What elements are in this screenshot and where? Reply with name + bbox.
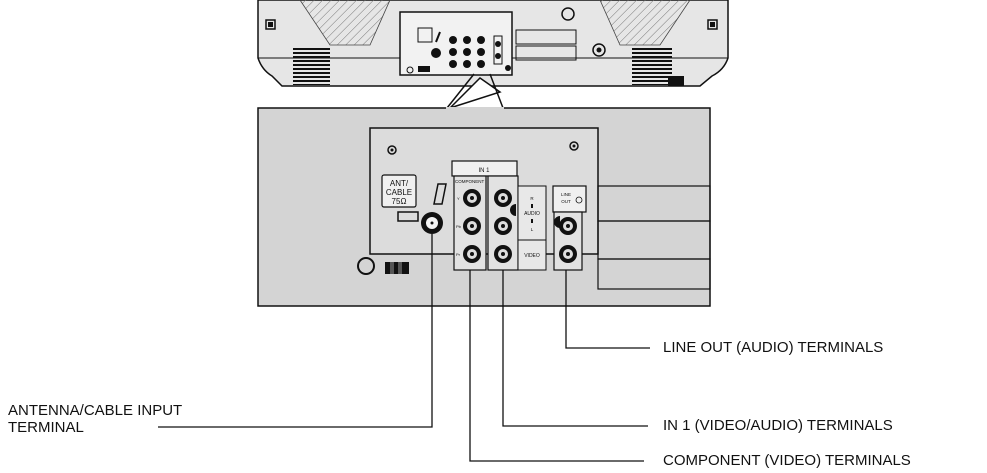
- mini-terminal-plate: [399, 11, 513, 76]
- cable-label: CABLE: [386, 188, 412, 197]
- output-arrow-icon: [575, 196, 583, 204]
- tv-back-housing: [257, 0, 729, 87]
- in1-leader: [502, 270, 648, 427]
- in1-label: IN 1: [478, 168, 490, 174]
- right-screw-icon: [707, 19, 718, 30]
- antenna-callout-line1: ANTENNA/CABLE INPUT: [8, 402, 183, 419]
- cable-clamp-icon: [385, 262, 409, 274]
- right-vent: [632, 48, 672, 85]
- audio-l-label: L: [531, 227, 534, 232]
- in1-jacks: [494, 189, 512, 263]
- antenna-leader: [158, 234, 433, 428]
- audio-r-label: R: [530, 196, 534, 201]
- ground-hook-icon: [433, 183, 447, 205]
- component-label: COMPONENT: [455, 179, 485, 184]
- leader-lines: [158, 234, 650, 462]
- component-leader: [469, 270, 644, 462]
- impedance-label: 75Ω: [392, 197, 407, 206]
- comp-pb-label: Pb: [456, 224, 462, 229]
- line-out-label-2: OUT: [561, 199, 571, 204]
- zoom-pointer: [449, 77, 502, 109]
- video-label: VIDEO: [524, 253, 540, 259]
- antenna-callout-line2: TERMINAL: [8, 419, 84, 436]
- power-cord-icon: [668, 76, 684, 86]
- component-callout: COMPONENT (VIDEO) TERMINALS: [663, 452, 911, 469]
- line-out-label-1: LINE: [561, 192, 571, 197]
- comp-pr-label: Pr: [456, 252, 461, 257]
- ant-label: ANT/: [390, 179, 409, 188]
- ant-cable-label-box: [381, 174, 417, 208]
- line-out-leader: [565, 270, 650, 349]
- component-jacks: [463, 189, 481, 263]
- in1-callout: IN 1 (VIDEO/AUDIO) TERMINALS: [663, 417, 893, 434]
- audio-label: AUDIO: [524, 211, 540, 217]
- line-out-header: [552, 185, 587, 213]
- comp-y-label: Y: [457, 196, 460, 201]
- top-hole-icon: [561, 7, 575, 21]
- left-screw-icon: [265, 19, 276, 30]
- left-vent: [293, 48, 330, 85]
- zoomed-panel: ANT/ CABLE 75Ω IN 1 COMPONENT Y Pb Pr: [257, 107, 711, 307]
- line-out-callout: LINE OUT (AUDIO) TERMINALS: [663, 339, 884, 356]
- panel-hole-icon: [357, 257, 375, 275]
